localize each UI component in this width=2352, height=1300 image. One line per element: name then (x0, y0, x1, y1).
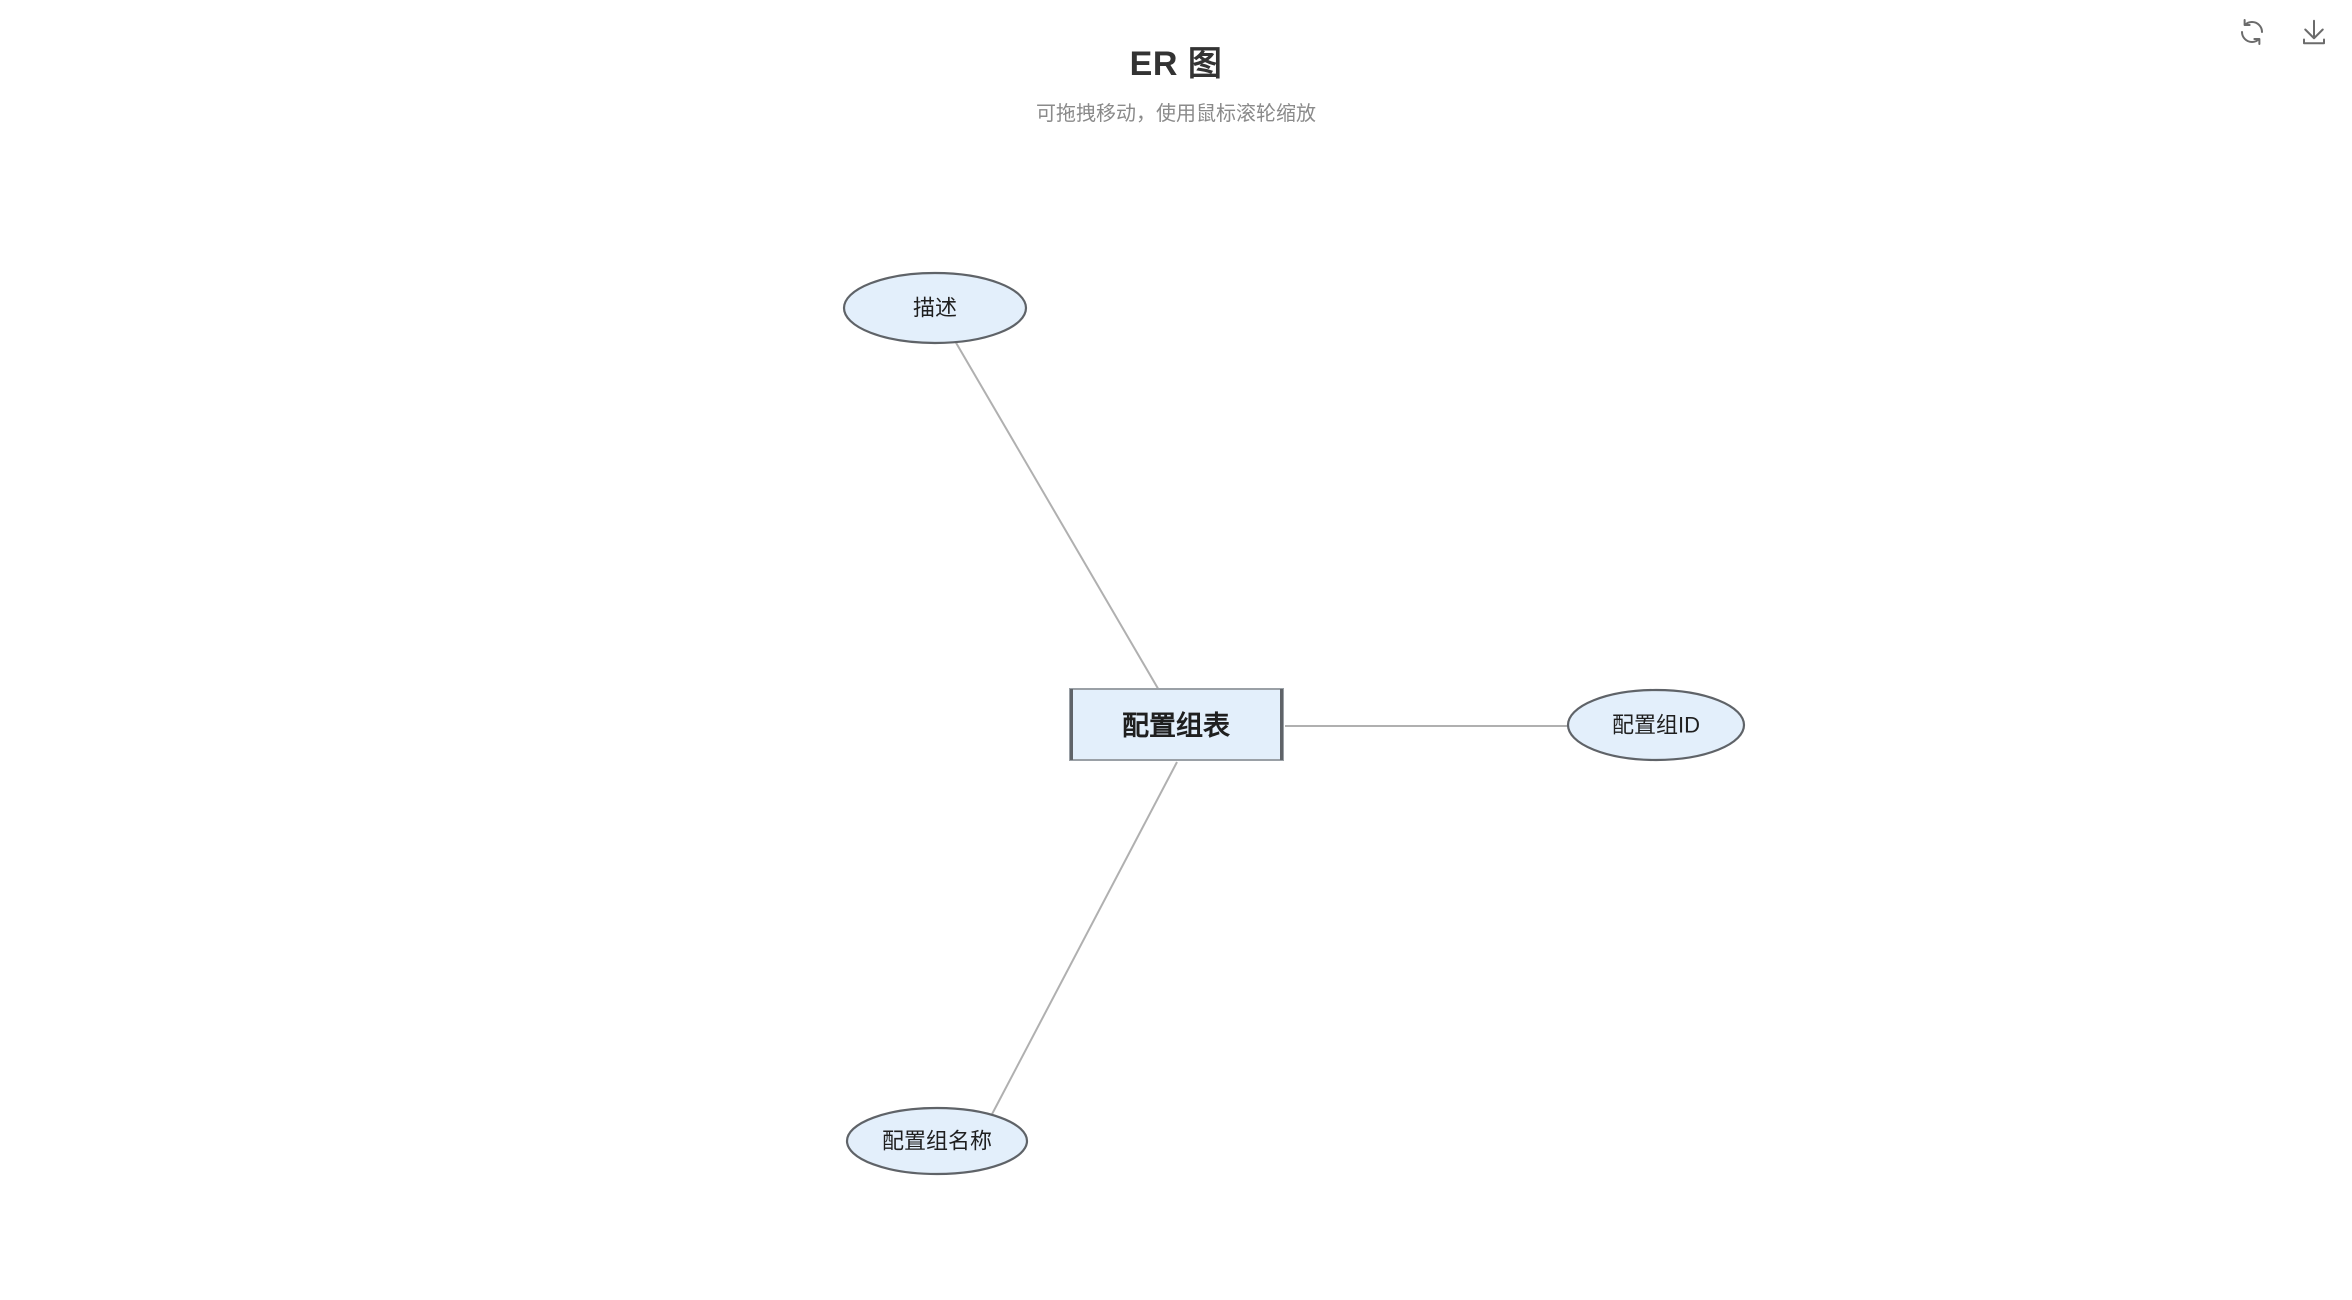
attribute-node-config-group-name[interactable]: 配置组名称 (845, 1106, 1029, 1176)
download-icon (2299, 17, 2329, 47)
attribute-node-description[interactable]: 描述 (842, 271, 1028, 345)
toolbar (2232, 12, 2334, 52)
attribute-node-config-group-id[interactable]: 配置组ID (1566, 688, 1746, 762)
attribute-label-description: 描述 (913, 296, 957, 321)
entity-node-config-group-table[interactable]: 配置组表 (1069, 688, 1284, 761)
edge-group (954, 340, 1568, 1119)
refresh-icon (2237, 17, 2267, 47)
attribute-ellipse-config-group-id[interactable] (1566, 688, 1746, 762)
attribute-label-config-group-name: 配置组名称 (882, 1129, 992, 1154)
download-button[interactable] (2294, 12, 2334, 52)
entity-rect-config-group-table[interactable] (1069, 688, 1284, 761)
attribute-ellipse-description[interactable] (842, 271, 1028, 345)
entity-label-config-group-table: 配置组表 (1122, 710, 1230, 741)
attribute-label-config-group-id: 配置组ID (1612, 713, 1700, 738)
attribute-ellipse-config-group-name[interactable] (845, 1106, 1029, 1176)
edge-entity-to-config-group-name (989, 761, 1178, 1119)
edge-description-to-entity (954, 340, 1161, 693)
refresh-button[interactable] (2232, 12, 2272, 52)
